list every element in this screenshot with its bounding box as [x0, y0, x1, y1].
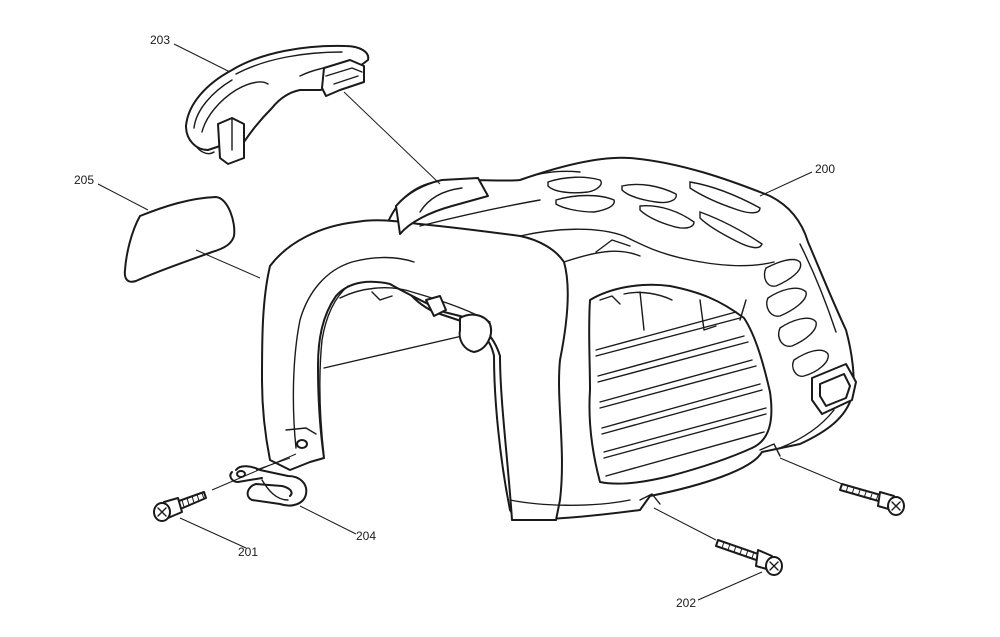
- part-203-top-cover: [185, 44, 370, 165]
- callout-204: 204: [356, 529, 376, 543]
- leader-203-to-housing: [343, 91, 441, 185]
- part-204-clamp: [229, 465, 308, 507]
- callout-labels: 203 205 200 201 204 202: [74, 33, 835, 610]
- callout-203: 203: [150, 33, 170, 47]
- part-201-short-screw: [153, 491, 207, 522]
- leader-203: [173, 43, 231, 73]
- leader-205-to-housing: [195, 249, 261, 279]
- leader-202-to-housing: [653, 507, 717, 541]
- part-200-housing: [261, 156, 857, 521]
- callout-200: 200: [815, 162, 835, 176]
- leader-204-to-housing: [255, 457, 291, 471]
- part-202-side-screw: [839, 483, 905, 516]
- leader-205: [97, 183, 149, 211]
- part-205-decal: [123, 196, 236, 283]
- leader-200: [759, 171, 813, 197]
- leader-lines: [97, 43, 843, 601]
- callout-202: 202: [676, 596, 696, 610]
- part-202-long-screw: [715, 539, 783, 576]
- callout-205: 205: [74, 173, 94, 187]
- leader-204: [299, 505, 357, 535]
- leader-202-side: [779, 457, 843, 485]
- callout-201: 201: [238, 545, 258, 559]
- leader-202: [697, 571, 763, 601]
- leader-201: [179, 517, 247, 549]
- leader-201-to-housing: [211, 453, 297, 491]
